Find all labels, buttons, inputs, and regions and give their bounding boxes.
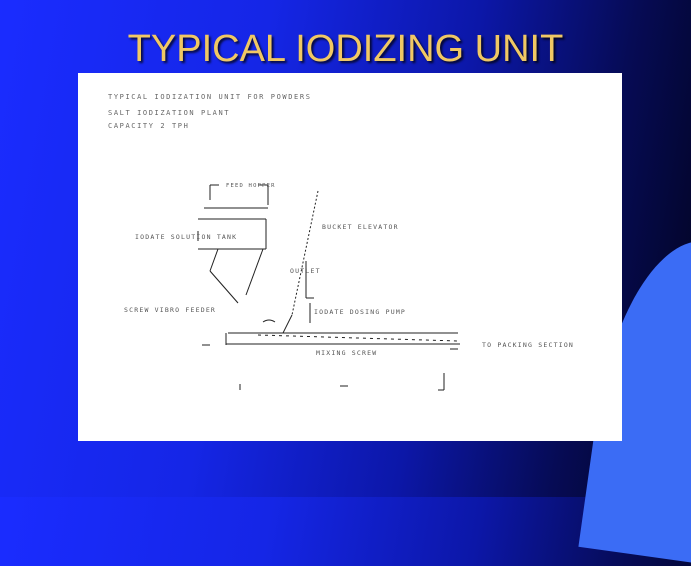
label-outlet: OUTLET (290, 267, 321, 275)
label-bucket-elevator: BUCKET ELEVATOR (322, 223, 399, 231)
label-solution-tank: IODATE SOLUTION TANK (135, 233, 238, 241)
diagram-header-line-3: CAPACITY 2 TPH (108, 122, 190, 130)
label-feeder: SCREW VIBRO FEEDER (124, 306, 217, 314)
diagram-header-line-1: TYPICAL IODIZATION UNIT FOR POWDERS (108, 93, 312, 101)
chute-right (245, 248, 264, 296)
label-dosing-pump: IODATE DOSING PUMP (314, 308, 407, 316)
spray-nozzle (262, 319, 276, 323)
chute-diagonal (209, 270, 239, 304)
screw-flights (257, 334, 459, 342)
iodizing-unit-schematic (197, 184, 460, 391)
chute-left (209, 248, 219, 272)
label-packing: TO PACKING SECTION (482, 341, 575, 349)
label-feed-hopper: FEED HOPPER (226, 183, 276, 189)
elevator-foot (282, 314, 293, 334)
diagram-header-line-2: SALT IODIZATION PLANT (108, 109, 231, 117)
diagram-panel: TYPICAL IODIZATION UNIT FOR POWDERS SALT… (78, 73, 622, 441)
slide-title: TYPICAL IODIZING UNIT (127, 28, 564, 70)
elevator-line (291, 190, 319, 316)
label-mixing-screw: MIXING SCREW (316, 349, 378, 357)
